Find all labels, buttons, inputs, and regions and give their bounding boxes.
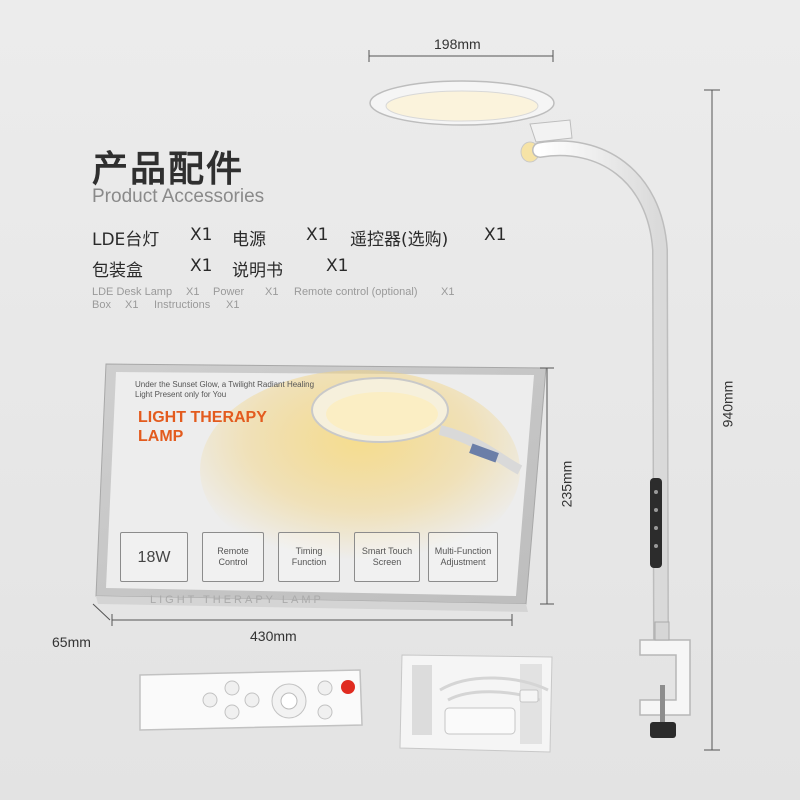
accessory-en-qty: X1 <box>226 299 240 311</box>
remote-control <box>139 669 363 731</box>
accessory-name: 包装盒 <box>92 261 143 281</box>
accessory-name: 说明书 <box>232 261 283 281</box>
accessory-name: 遥控器(选购) <box>350 230 449 250</box>
gift-box <box>95 363 547 612</box>
box-side-print: LIGHT THERAPY LAMP <box>150 594 324 606</box>
accessory-en-name: LDE Desk Lamp <box>92 286 173 298</box>
accessory-name: 电源 <box>232 230 266 250</box>
accessory-en-name: Power <box>213 286 245 298</box>
accessory-qty: X1 <box>306 225 329 245</box>
accessory-en-qty: X1 <box>125 299 139 311</box>
feature-badge-power: 18W <box>120 532 188 582</box>
section-title-cn: 产品配件 <box>92 149 245 190</box>
instruction-manual <box>399 654 553 753</box>
accessory-en-qty: X1 <box>441 286 455 298</box>
accessory-qty: X1 <box>190 256 213 276</box>
feature-badge-touch: Smart Touch Screen <box>354 532 420 582</box>
section-title-en: Product Accessories <box>92 186 265 207</box>
dimension-box-height: 235mm <box>558 460 575 508</box>
box-title: LIGHT THERAPY LAMP <box>138 409 267 445</box>
dimension-head-width: 198mm <box>434 36 481 52</box>
feature-badge-timing: Timing Function <box>278 532 340 582</box>
dimension-box-length: 430mm <box>250 628 297 644</box>
accessory-en-name: Instructions <box>154 299 211 311</box>
accessory-en-qty: X1 <box>186 286 200 298</box>
accessory-qty: X1 <box>326 256 349 276</box>
feature-badge-multi: Multi-Function Adjustment <box>428 532 498 582</box>
accessory-qty: X1 <box>190 225 213 245</box>
box-tagline: Under the Sunset Glow, a Twilight Radian… <box>135 380 315 399</box>
lamp-clamp <box>639 621 691 738</box>
feature-badge-remote: Remote Control <box>202 532 264 582</box>
dimension-lamp-height: 940mm <box>719 380 736 428</box>
accessory-name: LDE台灯 <box>92 230 160 250</box>
accessory-en-name: Box <box>92 299 111 311</box>
dimension-lines <box>92 50 720 751</box>
dimension-box-depth: 65mm <box>52 634 91 650</box>
accessory-qty: X1 <box>484 225 507 245</box>
accessory-en-qty: X1 <box>265 286 279 298</box>
power-adapter <box>439 676 549 735</box>
accessory-en-name: Remote control (optional) <box>294 286 418 298</box>
lamp-pole <box>532 140 669 648</box>
lamp-head <box>369 80 573 163</box>
